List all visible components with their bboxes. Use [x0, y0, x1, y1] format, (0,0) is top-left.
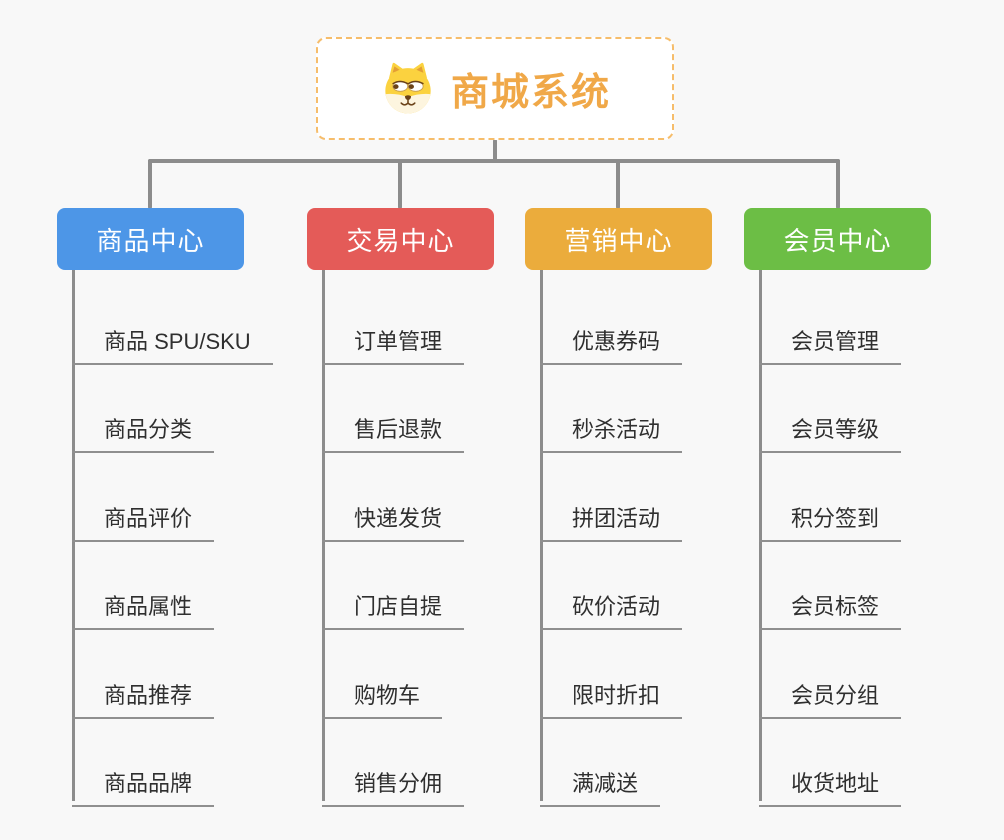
leaf-node[interactable]: 商品评价: [72, 485, 215, 542]
leaf-node[interactable]: 订单管理: [322, 308, 465, 365]
branch-column-trade-center: 交易中心 订单管理售后退款快递发货门店自提购物车销售分佣: [307, 208, 567, 818]
leaf-node[interactable]: 商品属性: [72, 573, 215, 630]
leaf-node[interactable]: 秒杀活动: [540, 396, 683, 453]
leaf-node[interactable]: 满减送: [540, 750, 661, 807]
branch-column-marketing-center: 营销中心 优惠券码秒杀活动拼团活动砍价活动限时折扣满减送: [525, 208, 785, 818]
leaf-node[interactable]: 限时折扣: [540, 662, 683, 719]
connector-drop: [616, 159, 620, 209]
dog-face-icon: [385, 62, 431, 113]
root-node[interactable]: 商城系统: [316, 37, 674, 140]
connector-drop: [148, 159, 152, 209]
branch-spine: [322, 270, 325, 801]
leaf-node[interactable]: 会员分组: [759, 662, 902, 719]
leaf-node[interactable]: 会员等级: [759, 396, 902, 453]
branch-label: 会员中心: [783, 225, 892, 256]
connector-drop: [836, 159, 840, 209]
branch-node-marketing-center[interactable]: 营销中心: [525, 208, 712, 270]
leaf-node[interactable]: 售后退款: [322, 396, 465, 453]
leaf-node[interactable]: 会员管理: [759, 308, 902, 365]
leaf-node[interactable]: 商品品牌: [72, 750, 215, 807]
branch-node-member-center[interactable]: 会员中心: [744, 208, 931, 270]
leaf-node[interactable]: 商品分类: [72, 396, 215, 453]
leaf-node[interactable]: 拼团活动: [540, 485, 683, 542]
leaf-node[interactable]: 砍价活动: [540, 573, 683, 630]
leaf-node[interactable]: 商品推荐: [72, 662, 215, 719]
leaf-node[interactable]: 销售分佣: [322, 750, 465, 807]
branch-label: 商品中心: [96, 225, 205, 256]
leaf-node[interactable]: 积分签到: [759, 485, 902, 542]
connector-drop: [398, 159, 402, 209]
root-title: 商城系统: [450, 72, 611, 114]
branch-node-trade-center[interactable]: 交易中心: [307, 208, 494, 270]
leaf-node[interactable]: 优惠券码: [540, 308, 683, 365]
leaf-node[interactable]: 会员标签: [759, 573, 902, 630]
branch-label: 交易中心: [346, 225, 455, 256]
branch-node-product-center[interactable]: 商品中心: [57, 208, 244, 270]
leaf-node[interactable]: 快递发货: [322, 485, 465, 542]
leaf-node[interactable]: 门店自提: [322, 573, 465, 630]
branch-spine: [759, 270, 762, 801]
branch-column-product-center: 商品中心 商品 SPU/SKU 商品分类商品评价商品属性商品推荐商品品牌: [57, 208, 317, 818]
leaf-node[interactable]: 收货地址: [759, 750, 902, 807]
leaf-node[interactable]: 商品 SPU/SKU: [72, 308, 273, 365]
branch-label: 营销中心: [564, 225, 673, 256]
leaf-node[interactable]: 购物车: [322, 662, 443, 719]
branch-spine: [540, 270, 543, 801]
connector-bus: [148, 159, 840, 163]
branch-column-member-center: 会员中心 会员管理会员等级积分签到会员标签会员分组收货地址: [744, 208, 1004, 818]
branch-spine: [72, 270, 75, 801]
connector-root-stub: [493, 139, 497, 163]
